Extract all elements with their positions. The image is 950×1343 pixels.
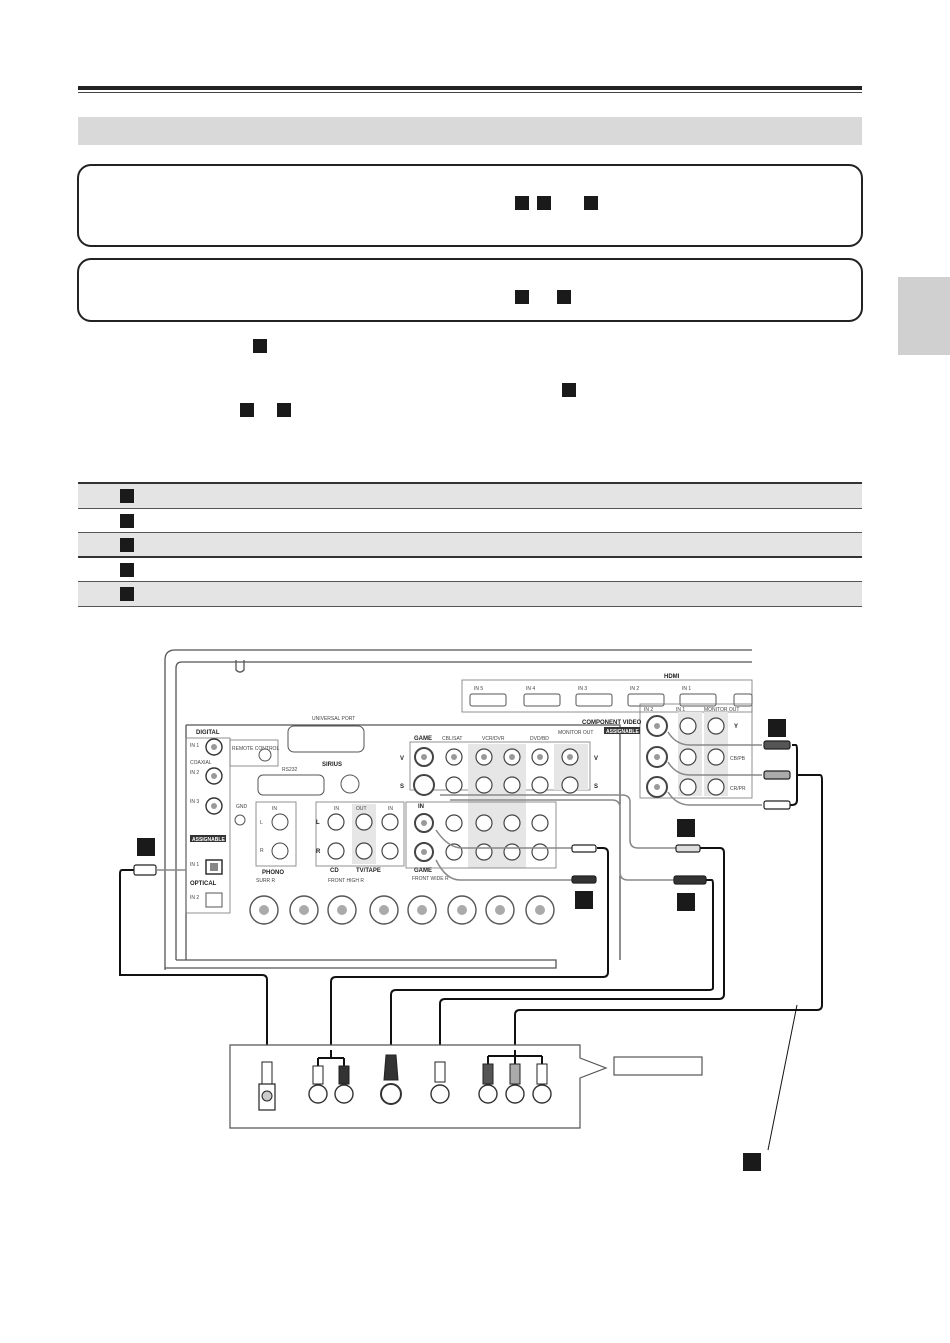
cd-r-label: R [316, 849, 321, 855]
optical-label: OPTICAL [190, 881, 217, 887]
vcr-dvr-label: VCR/DVR [482, 736, 505, 742]
comp-cb-label: CB/PB [730, 756, 746, 762]
header-rule-thin [78, 92, 862, 93]
hdmi-in2-label: IN 2 [630, 686, 639, 692]
header-rule [78, 86, 862, 90]
callout-marker [515, 290, 529, 304]
table-row [78, 509, 862, 533]
control-ports: REMOTE CONTROL UNIVERSAL PORT RS232 SIRI… [229, 716, 365, 796]
callout-marker [240, 403, 254, 417]
tape-out-label: OUT [356, 806, 367, 812]
comp-monitor-label: MONITOR OUT [704, 707, 739, 713]
comp-cr-label: CR/PR [730, 786, 746, 792]
front-high-label: FRONT HIGH R [328, 878, 364, 884]
phono-in-label: IN [272, 806, 277, 812]
game-in-label: IN [418, 804, 424, 810]
optical-in1-label: IN 1 [190, 862, 199, 868]
sirius-label: SIRIUS [322, 762, 342, 768]
s-label-right: S [594, 784, 598, 790]
cable-callouts [137, 719, 786, 1171]
hdmi-section: HDMI IN 5 IN 4 IN 3 IN 2 IN 1 [461, 674, 753, 713]
coax-in3-label: IN 3 [190, 799, 199, 805]
tv-tape-label: TV/TAPE [356, 868, 381, 874]
callout-marker [515, 196, 529, 210]
phono-label: PHONO [262, 870, 284, 876]
s-label: S [400, 784, 404, 790]
hdmi-in4-label: IN 4 [526, 686, 535, 692]
audio-input-section: IN L R PHONO SURR R IN OUT IN L R CD TV/… [255, 801, 405, 884]
component-video-section: IN 2 IN 1 MONITOR OUT COMPONENT VIDEO AS… [582, 703, 753, 799]
surr-label: SURR R [256, 878, 276, 884]
source-device [229, 1044, 703, 1129]
front-wide-label: FRONT WIDE R [412, 876, 449, 882]
component-video-label: COMPONENT VIDEO [582, 720, 642, 726]
digital-heading: DIGITAL [196, 730, 220, 736]
digital-assignable-label: ASSIGNABLE [192, 837, 225, 843]
connection-note-box-2 [77, 258, 863, 322]
gnd-label: GND [236, 804, 248, 810]
hdmi-label: HDMI [664, 674, 680, 680]
av-jack-bank: GAME CBL/SAT VCR/DVR DVD/BD MONITOR OUT … [400, 730, 598, 882]
v-label-right: V [594, 756, 598, 762]
hdmi-in3-label: IN 3 [578, 686, 587, 692]
callout-marker [253, 339, 267, 353]
table-row [78, 558, 862, 582]
tape-in-label: IN [388, 806, 393, 812]
dvd-bd-label: DVD/BD [530, 736, 549, 742]
table-row [78, 582, 862, 606]
game-label-top: GAME [414, 736, 432, 742]
section-heading-bar [78, 117, 862, 145]
cbl-sat-label: CBL/SAT [442, 736, 462, 742]
phono-l-label: L [260, 820, 263, 826]
comp-in1-label: IN 1 [676, 707, 685, 713]
universal-port-label: UNIVERSAL PORT [312, 716, 355, 722]
device-plugs [258, 1050, 552, 1111]
connection-note-box-1 [77, 164, 863, 247]
speaker-terminals [249, 895, 555, 925]
digital-input-section: DIGITAL IN 1 COAXIAL IN 2 IN 3 ASSIGNABL… [185, 730, 248, 914]
comp-in2-label: IN 2 [644, 707, 653, 713]
callout-marker [537, 196, 551, 210]
v-label: V [400, 756, 404, 762]
callout-marker [277, 403, 291, 417]
rs232-label: RS232 [282, 767, 298, 773]
cables [119, 744, 823, 1151]
comp-y-label: Y [734, 724, 738, 730]
callout-marker [120, 587, 134, 601]
game-label-bottom: GAME [414, 868, 432, 874]
cd-label: CD [330, 868, 339, 874]
optical-in2-label: IN 2 [190, 895, 199, 901]
remote-control-label: REMOTE CONTROL [232, 746, 279, 752]
table-row [78, 484, 862, 508]
coax-in1-label: IN 1 [190, 743, 199, 749]
component-assignable-label: ASSIGNABLE [606, 729, 639, 735]
coaxial-label: COAXIAL [190, 760, 212, 766]
callout-marker [557, 290, 571, 304]
cd-l-label: L [316, 820, 320, 826]
cable-plugs [133, 731, 791, 885]
cd-in-label: IN [334, 806, 339, 812]
hdmi-in1-label: IN 1 [682, 686, 691, 692]
monitor-out-label: MONITOR OUT [558, 730, 593, 736]
callout-marker [562, 383, 576, 397]
callout-marker [120, 538, 134, 552]
phono-r-label: R [260, 848, 264, 854]
callout-marker [120, 563, 134, 577]
table-row [78, 533, 862, 557]
hdmi-in5-label: IN 5 [474, 686, 483, 692]
coax-in2-label: IN 2 [190, 770, 199, 776]
chapter-side-tab [898, 277, 950, 355]
callout-marker [584, 196, 598, 210]
callout-marker [120, 489, 134, 503]
callout-marker [120, 514, 134, 528]
